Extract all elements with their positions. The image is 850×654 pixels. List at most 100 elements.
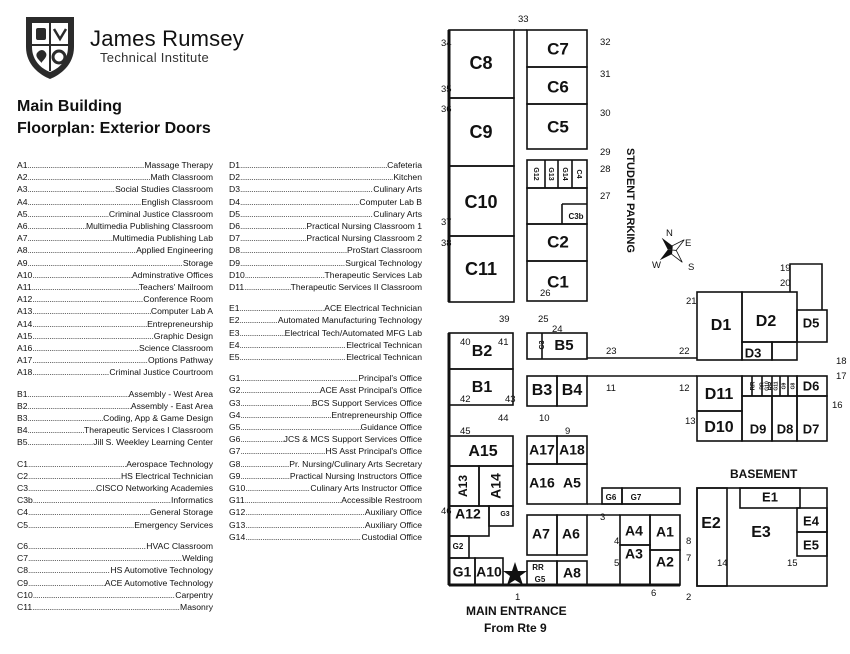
page-subtitle: Floorplan: Exterior Doors: [17, 120, 211, 137]
legend-entry: G14Custodial Office: [229, 531, 422, 543]
compass-rose-icon: [659, 237, 685, 263]
legend-description: JCS & MCS Support Services Office: [283, 434, 422, 445]
legend-column-2: D1CafeteriaD2KitchenD3Culinary ArtsD4Com…: [229, 159, 422, 552]
legend-entry: C9ACE Automotive Technology: [17, 577, 213, 589]
legend-entry: A12Conference Room: [17, 293, 213, 305]
legend-description: CISCO Networking Academies: [95, 483, 213, 494]
legend-code: A5: [17, 208, 28, 219]
legend-code: E2: [229, 315, 240, 326]
legend-entry: G8Pr. Nursing/Culinary Arts Secretary: [229, 458, 422, 470]
legend-code: G7: [229, 446, 241, 457]
room-label: RR: [532, 563, 544, 572]
door-number: 11: [606, 383, 616, 394]
legend-description: Entrepreneurship: [147, 318, 213, 329]
room-label: D10: [704, 419, 733, 436]
room-label: C9: [469, 122, 492, 142]
legend-entry: D4 Computer Lab B: [229, 196, 422, 208]
legend-entry: G11Accessible Restroom: [229, 494, 422, 506]
door-number: 17: [836, 371, 847, 382]
legend-description: Storage: [182, 257, 213, 268]
legend-code: C11: [17, 601, 33, 612]
legend-description: Practical Nursing Classroom 1: [306, 221, 422, 232]
legend-column-1: A1Massage TherapyA2Math ClassroomA3Socia…: [17, 159, 213, 622]
legend-description: Jill S. Weekley Learning Center: [93, 437, 213, 448]
room-label: C11: [465, 259, 497, 279]
legend-description: Social Studies Classroom: [115, 184, 213, 195]
door-number: 9: [565, 426, 570, 437]
legend-entry: A1Massage Therapy: [17, 159, 213, 171]
legend-description: Options Pathway: [148, 355, 213, 366]
legend-code: A1: [17, 160, 28, 170]
door-number: 6: [651, 588, 656, 599]
legend-description: Automated Manufacturing Technology: [277, 315, 422, 326]
door-number: 38: [441, 238, 452, 249]
room-label: D11: [705, 386, 734, 403]
legend-description: Science Classroom: [138, 343, 213, 354]
legend-entry: C2HS Electrical Technician: [17, 470, 213, 482]
legend-entry: D6 Practical Nursing Classroom 1: [229, 220, 422, 232]
shield-logo-icon: [26, 17, 74, 79]
room-label: G1: [453, 564, 472, 580]
room-label: C10: [464, 192, 497, 212]
legend-code: A13: [17, 306, 33, 317]
room-label: E1: [762, 489, 778, 504]
room-label: G11: [773, 381, 779, 390]
room-label: G6: [606, 493, 617, 502]
door-number: 21: [686, 296, 697, 307]
legend-entry: G12Auxiliary Office: [229, 506, 422, 518]
legend-entry: B1Assembly - West Area: [17, 388, 213, 400]
room-label: D1: [711, 317, 732, 334]
door-number: 24: [552, 324, 563, 335]
room-label: A2: [656, 554, 674, 570]
legend-description: Adminstrative Offices: [131, 269, 213, 280]
legend-code: C3: [17, 483, 28, 494]
door-number: 26: [540, 288, 551, 299]
legend-description: Kitchen: [393, 172, 422, 183]
room-label: RR: [751, 381, 757, 390]
room-label: A16: [529, 475, 555, 491]
room-label: E3: [751, 524, 771, 541]
legend-description: Criminal Justice Classroom: [108, 208, 213, 219]
legend-code: B5: [17, 437, 28, 448]
legend-code: E3: [229, 327, 240, 338]
legend-entry: C1Aerospace Technology: [17, 458, 213, 470]
legend-entry: A18Criminal Justice Courtroom: [17, 366, 213, 378]
room-label: B5: [554, 337, 573, 354]
legend-code: D6: [229, 221, 240, 232]
room-label: A5: [563, 475, 581, 491]
legend-code: C6: [17, 540, 28, 551]
legend-description: General Storage: [149, 507, 213, 518]
legend-description: Auxiliary Office: [364, 519, 422, 530]
legend-description: Applied Engineering: [136, 245, 213, 256]
room-label: A6: [562, 526, 580, 542]
legend-code: A8: [17, 245, 28, 256]
basement-label: BASEMENT: [730, 467, 798, 481]
legend-entry: A10Adminstrative Offices: [17, 269, 213, 281]
legend-code: G2: [229, 385, 241, 396]
legend-code: G10: [229, 483, 246, 494]
legend-entry: D1Cafeteria: [229, 159, 422, 171]
door-number: 15: [787, 558, 798, 569]
room-label: D9: [750, 421, 767, 436]
legend-entry: D9Surgical Technology: [229, 257, 422, 269]
room-label: C7: [547, 39, 569, 58]
room-label: A4: [625, 523, 643, 539]
legend-code: A9: [17, 257, 28, 268]
legend-entry: G1Principal's Office: [229, 372, 422, 384]
legend-group: A1Massage TherapyA2Math ClassroomA3Socia…: [17, 159, 213, 379]
door-number: 16: [832, 400, 843, 411]
legend-entry: E5Electrical Technican: [229, 351, 422, 363]
legend-entry: G3BCS Support Services Office: [229, 397, 422, 409]
legend-description: Carpentry: [175, 589, 213, 600]
legend-code: D4: [229, 196, 240, 207]
legend-description: Assembly - East Area: [130, 400, 213, 411]
legend-code: A7: [17, 233, 28, 244]
door-number: 13: [685, 416, 696, 427]
legend-entry: G9Practical Nursing Instructors Office: [229, 470, 422, 482]
legend-description: Computer Lab B: [359, 196, 422, 207]
legend-code: D9: [229, 257, 240, 268]
legend-description: Assembly - West Area: [128, 388, 213, 399]
legend-code: A12: [17, 294, 33, 305]
legend-description: Informatics: [170, 495, 213, 506]
legend-description: Pr. Nursing/Culinary Arts Secretary: [289, 458, 422, 469]
